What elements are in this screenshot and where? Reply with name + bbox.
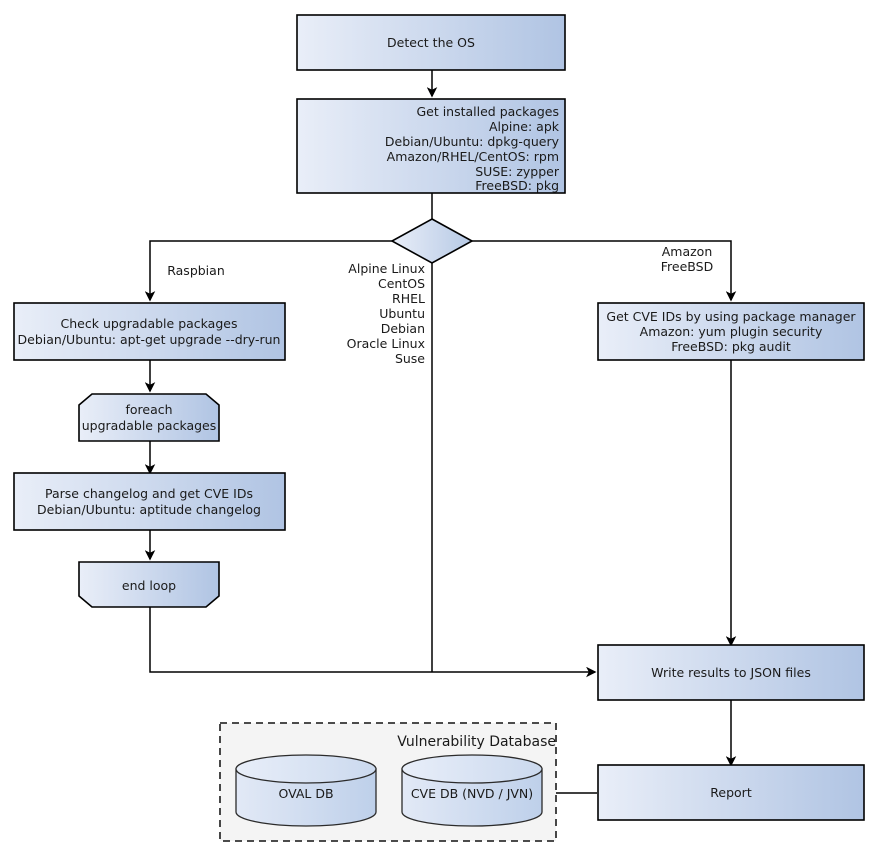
edge-label-right-line-2: FreeBSD [661,259,713,274]
edge-label-middle-line-5: Debian [381,321,425,336]
edge-label-middle-line-3: RHEL [392,291,425,306]
edge-label-right-line-1: Amazon [662,244,713,259]
node-get-cve-ids-line-3: FreeBSD: pkg audit [671,339,791,354]
edge-label-middle-line-6: Oracle Linux [347,336,425,351]
node-get-installed-packages-line-6: FreeBSD: pkg [475,178,559,193]
node-get-installed-packages-line-2: Alpine: apk [489,119,560,134]
edge-label-right-os-list: Amazon FreeBSD [661,244,713,274]
node-get-installed-packages-line-3: Debian/Ubuntu: dpkg-query [385,134,560,149]
node-get-cve-ids-line-2: Amazon: yum plugin security [640,324,823,339]
edges-layer [144,70,737,794]
db-cylinder-oval[interactable]: OVAL DB [235,754,377,827]
node-write-results[interactable]: Write results to JSON files [597,644,865,701]
db-cylinder-cve-label: CVE DB (NVD / JVN) [411,786,533,801]
node-get-installed-packages-line-4: Amazon/RHEL/CentOS: rpm [387,149,559,164]
node-parse-changelog-line-2: Debian/Ubuntu: aptitude changelog [37,502,261,517]
node-get-installed-packages[interactable]: Get installed packages Alpine: apk Debia… [296,98,566,194]
node-parse-changelog[interactable]: Parse changelog and get CVE IDs Debian/U… [13,472,286,531]
edge-label-middle-line-7: Suse [395,351,425,366]
node-detect-os-label: Detect the OS [387,35,475,50]
edge-label-middle-os-list: Alpine Linux CentOS RHEL Ubuntu Debian O… [347,261,426,366]
node-check-upgradable[interactable]: Check upgradable packages Debian/Ubuntu:… [13,302,286,361]
node-report-label: Report [710,785,752,800]
node-report[interactable]: Report [597,764,865,821]
node-os-decision[interactable] [390,218,474,264]
node-foreach-line-2: upgradable packages [82,418,217,433]
group-vulnerability-database-title: Vulnerability Database [397,734,556,750]
group-vulnerability-database: Vulnerability Database OVAL DB CVE DB (N… [219,722,557,842]
db-cylinder-oval-label: OVAL DB [278,786,333,801]
node-end-loop-label: end loop [122,578,176,593]
node-write-results-label: Write results to JSON files [651,665,811,680]
node-detect-os[interactable]: Detect the OS [296,14,566,71]
node-get-cve-ids[interactable]: Get CVE IDs by using package manager Ama… [597,302,865,361]
edge-label-middle-line-2: CentOS [378,276,425,291]
edge-label-raspbian: Raspbian [167,263,225,278]
edge-label-middle-line-1: Alpine Linux [348,261,425,276]
node-get-installed-packages-line-1: Get installed packages [416,104,559,119]
edge-decision-raspbian [144,240,392,302]
node-end-loop[interactable]: end loop [78,561,220,608]
node-get-cve-ids-line-1: Get CVE IDs by using package manager [606,309,856,324]
node-foreach-line-1: foreach [125,402,172,417]
node-check-upgradable-line-1: Check upgradable packages [61,316,238,331]
db-cylinder-cve[interactable]: CVE DB (NVD / JVN) [401,754,543,827]
node-get-installed-packages-line-5: SUSE: zypper [475,164,560,179]
edge-endloop-to-write [149,607,597,678]
node-check-upgradable-line-2: Debian/Ubuntu: apt-get upgrade --dry-run [18,332,281,347]
node-foreach-loop-start[interactable]: foreach upgradable packages [78,393,220,442]
edge-label-middle-line-4: Ubuntu [379,306,425,321]
node-parse-changelog-line-1: Parse changelog and get CVE IDs [45,486,253,501]
edge-decision-right [472,240,737,302]
